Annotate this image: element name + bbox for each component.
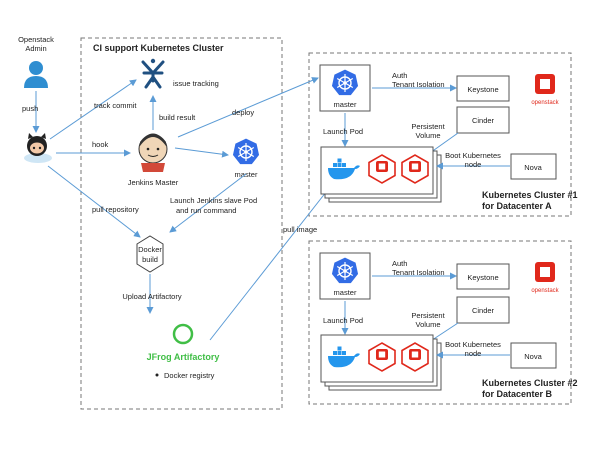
deploy-arrow — [177, 77, 319, 138]
ci-cluster-title: CI support Kubernetes Cluster — [93, 43, 224, 53]
github-octocat-icon — [24, 133, 52, 163]
cluster1-boot-label-line1: Boot Kubernetes — [445, 151, 501, 160]
hook-label: hook — [92, 140, 109, 149]
cluster2-cinder-label: Cinder — [472, 306, 495, 315]
cluster2-auth-label-line2: Tenant Isolation — [392, 268, 445, 277]
cluster2-nova-label: Nova — [524, 352, 542, 361]
cluster2-boundary — [308, 240, 572, 405]
cluster1-boot-label-line2: node — [465, 160, 482, 169]
cluster2-auth-label-line1: Auth — [392, 259, 407, 268]
track-commit-label: track commit — [94, 101, 137, 110]
launch-slave-label-line2: and run command — [176, 206, 236, 215]
cluster2-keystone-box — [456, 263, 510, 290]
cluster2-persistent-label-line1: Persistent — [411, 311, 445, 320]
cluster1-auth-label-line1: Auth — [392, 71, 407, 80]
docker-build-hexagon — [136, 235, 164, 273]
jenkins-to-master-arrow — [174, 147, 229, 158]
launch-slave-label-line1: Launch Jenkins slave Pod — [170, 196, 257, 205]
cluster1-master-label: master — [334, 100, 357, 109]
cluster1-keystone-label: Keystone — [467, 85, 498, 94]
cluster2-title-line1: Kubernetes Cluster #2 — [482, 378, 578, 388]
bullet-dot — [155, 373, 159, 377]
pull-image-label: pull image — [283, 225, 317, 234]
jfrog-icon — [172, 323, 194, 345]
cluster2-openstack-brand: openstack — [531, 288, 559, 294]
cluster1-cinder-label: Cinder — [472, 116, 495, 125]
pull-repository-arrow — [47, 165, 141, 238]
cluster1-openstack-brand: openstack — [531, 100, 559, 106]
cluster2-persistent-label-line2: Volume — [415, 320, 440, 329]
cluster1-persistent-label-line1: Persistent — [411, 122, 445, 131]
upload-artifactory-label: Upload Artifactory — [122, 292, 181, 301]
cluster1-title-line1: Kubernetes Cluster #1 — [482, 190, 578, 200]
admin-label-line1: Openstack — [18, 35, 54, 44]
ci-master-label: master — [235, 170, 258, 179]
admin-icon — [24, 61, 48, 88]
pull-repository-label: pull repository — [92, 205, 139, 214]
jenkins-icon — [138, 133, 168, 172]
cluster2-keystone-label: Keystone — [467, 273, 498, 282]
cluster2-title-line2: for Datacenter B — [482, 389, 553, 399]
cluster1-auth-label-line2: Tenant Isolation — [392, 80, 445, 89]
track-commit-arrow — [49, 79, 137, 140]
cluster2-openstack-logo-icon — [535, 262, 555, 282]
cluster1-nova-box — [510, 153, 557, 180]
jira-icon — [141, 58, 165, 89]
deploy-label: deploy — [232, 108, 254, 117]
cluster1-title-line2: for Datacenter A — [482, 201, 552, 211]
cluster2-launch-pod-label: Launch Pod — [323, 316, 363, 325]
cluster1-nova-label: Nova — [524, 163, 542, 172]
cluster1-launch-pod-label: Launch Pod — [323, 127, 363, 136]
cluster2-cinder-box — [456, 296, 510, 324]
ci-cluster-boundary — [80, 37, 283, 410]
build-result-label: build result — [159, 113, 196, 122]
cluster1-persistent-label-line2: Volume — [415, 131, 440, 140]
cluster2-boot-label-line2: node — [465, 349, 482, 358]
docker-registry-label: Docker registry — [164, 371, 215, 380]
cluster2-boot-label-line1: Boot Kubernetes — [445, 340, 501, 349]
docker-build-label-line1: Docker — [138, 245, 162, 254]
pull-image-arrow — [209, 186, 331, 341]
push-label: push — [22, 104, 38, 113]
ci-kubernetes-master-icon — [231, 137, 261, 166]
issue-tracking-label: issue tracking — [173, 79, 219, 88]
launch-slave-arrow — [169, 173, 247, 233]
jenkins-master-label: Jenkins Master — [128, 178, 179, 187]
cluster1-openstack-logo-icon — [535, 74, 555, 94]
cluster2-nova-box — [510, 342, 557, 369]
docker-build-label-line2: build — [142, 255, 158, 264]
cluster2-master-label: master — [334, 288, 357, 297]
jfrog-label: JFrog Artifactory — [147, 352, 220, 362]
cluster1-boundary — [308, 52, 572, 217]
cluster1-cinder-box — [456, 106, 510, 134]
cluster1-keystone-box — [456, 75, 510, 102]
admin-label-line2: Admin — [25, 44, 46, 53]
